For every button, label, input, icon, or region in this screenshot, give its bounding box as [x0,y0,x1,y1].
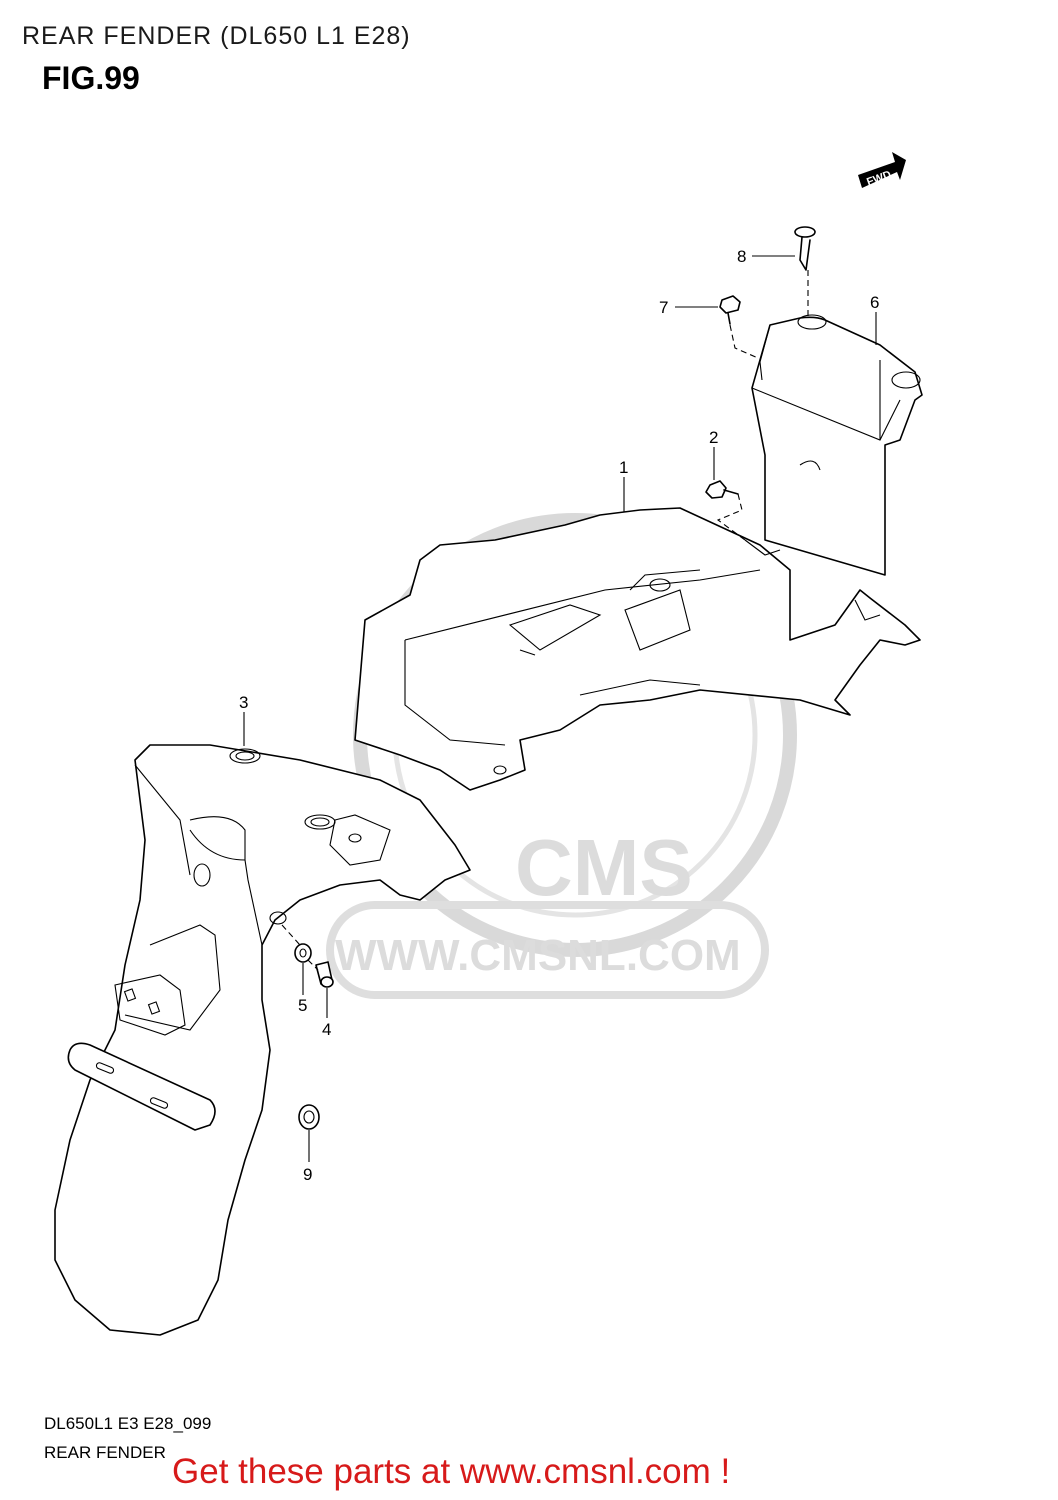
part-3-rear-fender [54,744,471,1336]
callout-labels: 8 7 6 2 1 3 5 4 9 [239,247,879,1184]
forward-direction-icon: FWD [858,152,906,189]
part-2-bolt [705,480,739,499]
page-title: REAR FENDER (DL650 L1 E28) [22,22,411,50]
part-4-screw [315,961,334,988]
watermark-band [326,901,769,999]
part-8-screw [794,226,816,271]
figure-number: FIG.99 [42,60,140,96]
assembly-lines [281,270,809,971]
callout-4: 4 [322,1020,331,1039]
callout-5: 5 [298,996,307,1015]
leader-lines [243,255,877,1162]
callout-8: 8 [737,247,746,266]
part-5-washer [294,943,312,963]
diagram-name: REAR FENDER [44,1443,166,1462]
diagram-code: DL650L1 E3 E28_099 [44,1414,212,1433]
promo-link[interactable]: Get these parts at www.cmsnl.com ! [172,1452,731,1491]
part-9-grommet [298,1104,320,1130]
part-6-box [751,314,923,576]
callout-3: 3 [239,693,248,712]
part-7-bolt [719,295,741,325]
callout-1: 1 [619,458,628,477]
callout-6: 6 [870,293,879,312]
watermark-logo: CMS [515,823,693,912]
callout-7: 7 [659,298,668,317]
callout-2: 2 [709,428,718,447]
watermark-url: WWW.CMSNL.COM [335,931,741,980]
callout-9: 9 [303,1165,312,1184]
part-1-rear-fender-inner [354,507,921,791]
